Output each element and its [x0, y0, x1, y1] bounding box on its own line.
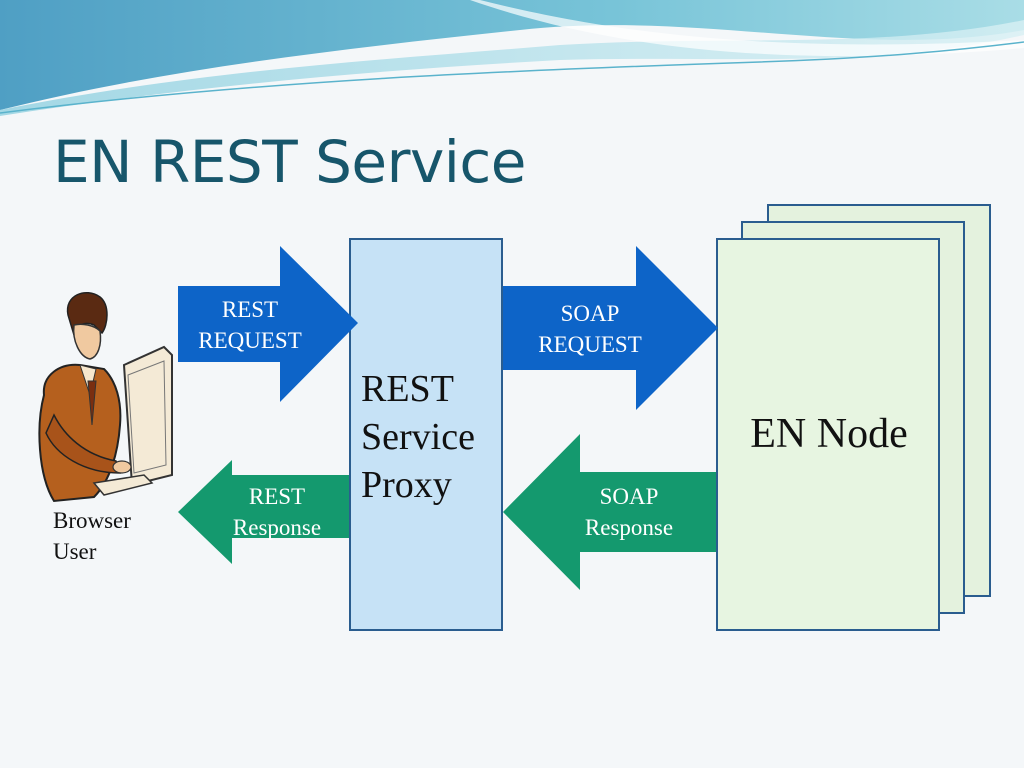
en-node-label: EN Node [750, 411, 908, 457]
page-title: EN REST Service [53, 128, 526, 196]
rest-request-label: REST REQUEST [198, 297, 302, 353]
browser-user-label: Browser User [53, 508, 131, 564]
proxy-label: REST Service Proxy [361, 368, 475, 506]
header-wave-banner [0, 0, 1024, 116]
rest-request-arrow [178, 246, 358, 402]
soap-request-arrow [503, 246, 718, 410]
user-at-computer-icon [38, 292, 173, 503]
soap-response-arrow [503, 434, 716, 590]
rest-response-label: REST Response [232, 484, 322, 540]
soap-response-label: SOAP Response [584, 484, 674, 540]
en-node-box [716, 238, 940, 631]
rest-service-proxy-box [349, 238, 503, 631]
soap-request-label: SOAP REQUEST [538, 301, 642, 357]
rest-response-arrow [178, 460, 349, 564]
